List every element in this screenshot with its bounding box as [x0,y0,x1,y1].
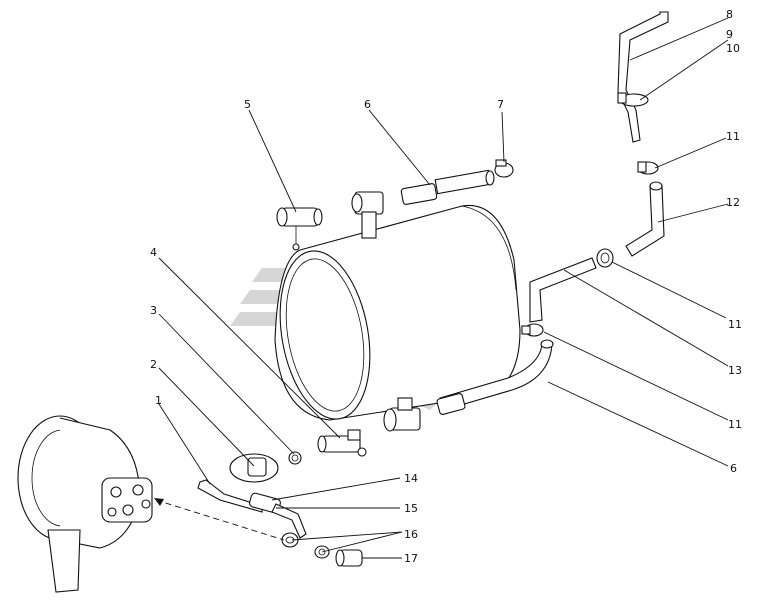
callout-11-top: 11 [726,130,740,143]
callout-2: 2 [150,358,157,371]
pipe-part-13 [529,257,597,323]
callout-13: 13 [728,364,742,377]
compressor-housing [17,415,153,593]
washers-part-16 [281,532,330,559]
callout-12: 12 [726,196,740,209]
hose-part-6-lower [436,339,554,415]
callout-9: 9 [726,28,733,41]
clamp-part-11-lower [521,323,544,337]
clamp-part-7 [494,159,514,178]
water-tank [274,204,521,421]
tee-fitting-bottom [383,397,421,432]
nut-part-3 [288,451,302,465]
callout-15: 15 [404,502,418,515]
hose-part-6-top [400,169,495,205]
fitting-part-14-15 [249,492,307,539]
callout-14: 14 [404,472,418,485]
assembly-dashed-line [154,498,285,541]
pipe-part-8 [617,11,669,143]
tee-fitting-top [351,191,384,239]
valve-part-5 [276,207,323,251]
callout-4: 4 [150,246,157,259]
callout-3: 3 [150,304,157,317]
callout-6-top: 6 [364,98,371,111]
callout-5: 5 [244,98,251,111]
pipe-part-12 [625,181,665,257]
clamp-part-9-10 [617,92,649,107]
plug-part-17 [335,549,363,567]
leader-lines [158,17,729,559]
callout-1: 1 [155,394,162,407]
callout-8: 8 [726,8,733,21]
clamp-part-11-middle [596,248,614,268]
tap-part-4 [317,429,367,457]
callout-11-middle: 11 [728,318,742,331]
callout-11-lower: 11 [728,418,742,431]
callout-7: 7 [497,98,504,111]
callout-10: 10 [726,42,740,55]
flange-part-2 [229,453,279,483]
callout-6-lower: 6 [730,462,737,475]
callout-17: 17 [404,552,418,565]
callout-labels: 5 6 7 8 9 10 11 12 11 13 11 6 4 3 2 1 14… [150,8,742,565]
clamp-part-11-top [637,161,659,175]
callout-16: 16 [404,528,418,541]
